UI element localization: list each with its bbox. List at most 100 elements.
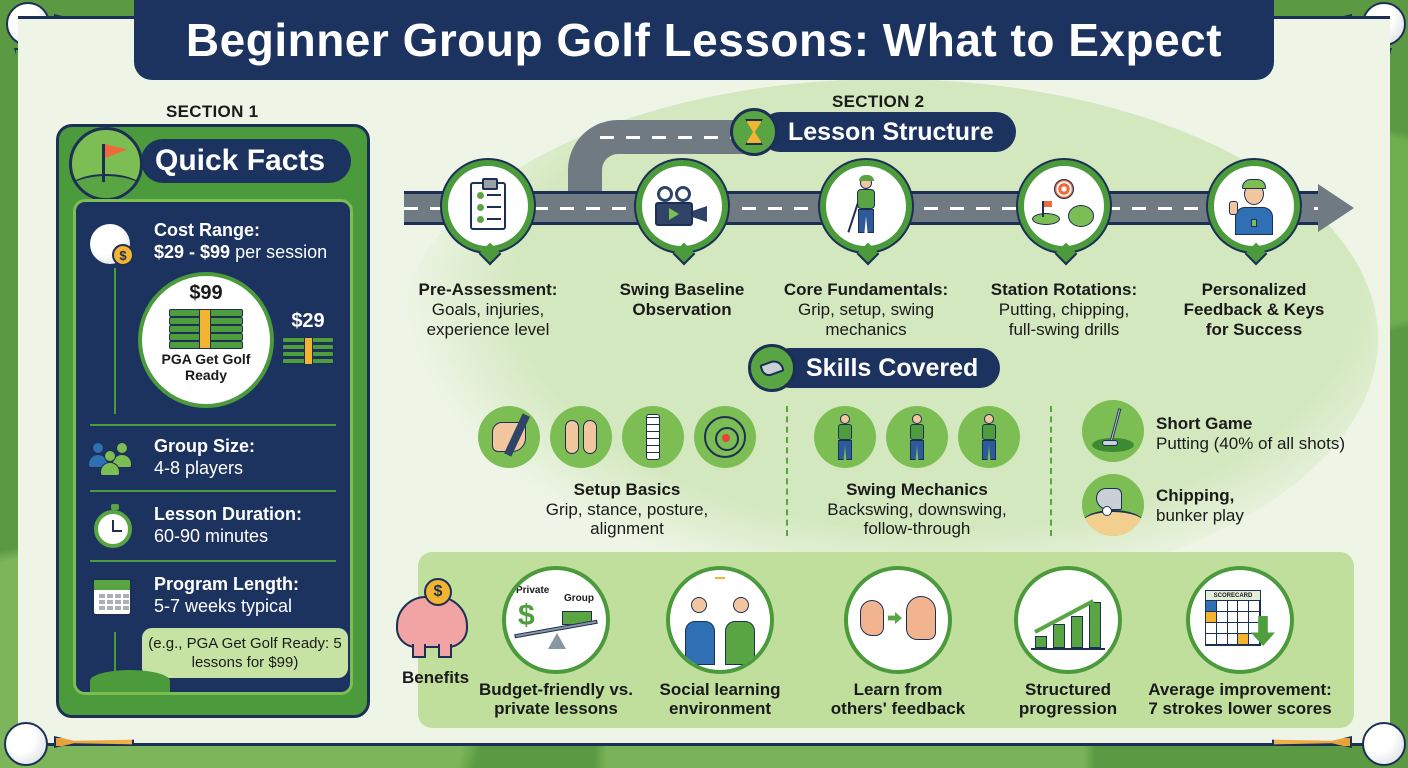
fact-title: Cost Range:: [154, 220, 261, 240]
alignment-target-icon: [694, 406, 756, 468]
dashed-divider: [1050, 406, 1052, 536]
skill-name: Chipping,: [1156, 486, 1235, 505]
skill-setup-basics: Setup Basics Grip, stance, posture, alig…: [520, 480, 734, 538]
golf-ball-dollar-icon: $: [90, 224, 134, 266]
coin-dollar-icon: $: [424, 578, 452, 606]
price-high-label: PGA Get Golf Ready: [161, 351, 251, 383]
fact-title: Program Length:: [154, 574, 300, 594]
divider: [90, 490, 336, 492]
skill-name: Swing Mechanics: [846, 480, 988, 499]
seesaw-cost-icon: Private Group $: [502, 566, 610, 674]
step-desc: Grip, setup, swing mechanics: [797, 300, 935, 339]
skill-desc: bunker play: [1156, 506, 1244, 525]
ear-to-head-icon: [844, 566, 952, 674]
private-tag: Private: [516, 585, 550, 596]
benefit-feedback: Learn from others' feedback: [808, 566, 988, 718]
step-pre-assessment: Pre-Assessment: Goals, injuries, experie…: [398, 160, 578, 340]
connector-line: [114, 632, 116, 678]
section-2-label: SECTION 2: [832, 92, 925, 111]
step-name: Pre-Assessment:: [418, 280, 558, 299]
cash-stack-icon: [169, 309, 243, 349]
golf-ball-icon: [4, 722, 48, 766]
skill-name: Setup Basics: [573, 480, 681, 499]
golf-club-icon: [748, 344, 796, 392]
hourglass-icon: [730, 108, 778, 156]
high-five-icon: [666, 566, 774, 674]
coach-thumbs-up-icon: [1208, 160, 1300, 252]
calendar-icon: [92, 578, 132, 616]
downswing-icon: [886, 406, 948, 468]
section-1-label: SECTION 1: [166, 102, 259, 121]
fact-value: $29 - $99 per session: [154, 242, 327, 263]
benefit-label: Structured progression: [1018, 680, 1118, 718]
fact-value: 4-8 players: [154, 458, 244, 478]
fact-value: 60-90 minutes: [154, 526, 269, 546]
divider: [90, 424, 336, 426]
golf-ball-icon: [1362, 722, 1406, 766]
divider: [90, 560, 336, 562]
benefit-progression: Structured progression: [978, 566, 1158, 718]
price-low: $29: [282, 310, 334, 365]
golf-flag-icon: [69, 127, 143, 201]
step-name: Swing Baseline Observation: [619, 280, 745, 319]
road-dashes: [600, 136, 740, 139]
hill-decoration: [90, 670, 170, 692]
skill-desc: Grip, stance, posture, alignment: [545, 500, 709, 538]
lesson-structure-header: Lesson Structure: [760, 112, 1016, 152]
follow-through-icon: [958, 406, 1020, 468]
cost-range-bold: $29 - $99: [154, 242, 231, 262]
step-personalized-feedback: Personalized Feedback & Keys for Success: [1164, 160, 1344, 340]
fact-value: 5-7 weeks typical: [154, 596, 293, 616]
page-title: Beginner Group Golf Lessons: What to Exp…: [185, 14, 1223, 66]
step-name: Personalized Feedback & Keys for Success: [1183, 280, 1325, 339]
feet-stance-icon: [550, 406, 612, 468]
step-station-rotations: Station Rotations: Putting, chipping, fu…: [974, 160, 1154, 340]
grip-hand-icon: [478, 406, 540, 468]
bunker-wedge-icon: [1082, 474, 1144, 536]
connector-line: [114, 268, 116, 414]
cost-range-rest: per session: [230, 242, 328, 262]
step-core-fundamentals: Core Fundamentals: Grip, setup, swing me…: [776, 160, 956, 340]
benefit-social: Social learning environment: [630, 566, 810, 718]
scorecard-text: SCORECARD: [1206, 591, 1260, 601]
fact-title: Lesson Duration:: [154, 504, 303, 524]
benefit-budget: Private Group $ Budget-friendly vs. priv…: [466, 566, 646, 718]
cash-stack-small-icon: [282, 337, 334, 365]
benefit-label: Social learning environment: [659, 680, 781, 718]
benefit-improvement: SCORECARD Average improvement: 7 strokes…: [1148, 566, 1332, 718]
group-tag: Group: [564, 593, 594, 604]
benefit-label: Learn from others' feedback: [830, 680, 966, 718]
station-rotation-icon: [1018, 160, 1110, 252]
fact-title: Group Size:: [154, 436, 256, 456]
benefit-label: Budget-friendly vs. private lessons: [479, 680, 633, 718]
step-desc: Goals, injuries, experience level: [426, 300, 550, 339]
quick-facts-title: Quick Facts: [155, 144, 326, 177]
title-banner: Beginner Group Golf Lessons: What to Exp…: [134, 0, 1274, 80]
step-desc: Putting, chipping, full-swing drills: [998, 300, 1130, 339]
golfer-address-icon: [820, 160, 912, 252]
benefit-label: Average improvement: 7 strokes lower sco…: [1148, 680, 1332, 718]
quick-facts-list: $ Cost Range: $29 - $99 per session $99 …: [73, 199, 353, 695]
step-name: Core Fundamentals:: [783, 280, 949, 299]
skill-desc: Putting (40% of all shots): [1156, 434, 1345, 453]
stopwatch-icon: [94, 504, 132, 548]
price-low-amount: $29: [291, 310, 325, 332]
benefits-label: Benefits: [402, 668, 470, 687]
backswing-icon: [814, 406, 876, 468]
video-camera-icon: [636, 160, 728, 252]
step-name: Station Rotations:: [990, 280, 1138, 299]
quick-facts-panel: Quick Facts $ Cost Range: $29 - $99 per …: [56, 124, 370, 718]
dashed-divider: [786, 406, 788, 536]
spine-posture-icon: [622, 406, 684, 468]
price-high-amount: $99: [189, 282, 223, 304]
skill-swing-mechanics: Swing Mechanics Backswing, downswing, fo…: [810, 480, 1024, 538]
skill-desc: Backswing, downswing, follow-through: [827, 500, 1007, 538]
price-high-circle: $99 PGA Get Golf Ready: [138, 272, 274, 408]
scorecard-down-icon: SCORECARD: [1186, 566, 1294, 674]
skill-name: Short Game: [1156, 414, 1253, 433]
group-people-icon: [88, 442, 136, 478]
quick-facts-header: Quick Facts: [141, 139, 351, 183]
putter-icon: [1082, 400, 1144, 462]
growth-chart-icon: [1014, 566, 1122, 674]
clipboard-checklist-icon: [442, 160, 534, 252]
